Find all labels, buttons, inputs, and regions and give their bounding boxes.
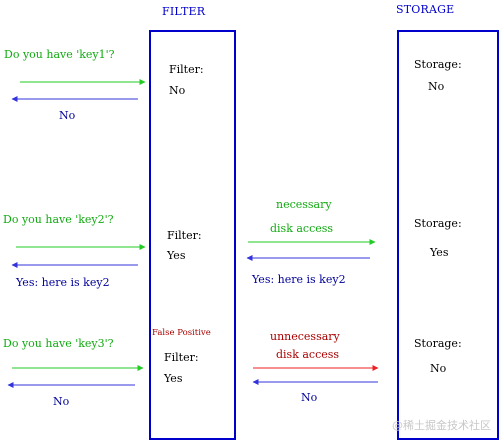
filter-column-header: FILTER: [162, 5, 206, 18]
row2-storage-reply: Yes: here is key2: [252, 273, 346, 286]
row1-filter-label: Filter:: [169, 63, 204, 76]
row3-access-line2: disk access: [276, 348, 340, 361]
row3-question: Do you have 'key3'?: [3, 337, 114, 350]
row1-filter-value: No: [169, 84, 186, 97]
row3-filter-label: Filter:: [164, 351, 199, 364]
row2-filter-value: Yes: [167, 249, 186, 262]
row3-access-line1: unnecessary: [270, 330, 340, 343]
row3-reply: No: [53, 395, 70, 408]
row3-storage-label: Storage:: [414, 337, 462, 350]
row2-access-line1: necessary: [276, 198, 332, 211]
row2-filter-label: Filter:: [167, 229, 202, 242]
row2-reply: Yes: here is key2: [16, 276, 110, 289]
storage-box: [397, 30, 499, 440]
row1-reply: No: [59, 109, 76, 122]
row3-storage-value: No: [430, 362, 447, 375]
row1-storage-value: No: [428, 80, 445, 93]
row2-storage-value: Yes: [430, 246, 449, 259]
row3-storage-reply: No: [301, 391, 318, 404]
row2-storage-label: Storage:: [414, 217, 462, 230]
row2-question: Do you have 'key2'?: [3, 213, 114, 226]
watermark-text: @稀土掘金技术社区: [392, 419, 491, 432]
storage-column-header: STORAGE: [396, 3, 455, 16]
row3-false-positive-label: False Positive: [152, 328, 211, 338]
filter-box: [149, 30, 236, 440]
row1-question: Do you have 'key1'?: [4, 48, 115, 61]
row2-access-line2: disk access: [270, 222, 334, 235]
row3-filter-value: Yes: [164, 372, 183, 385]
row1-storage-label: Storage:: [414, 58, 462, 71]
